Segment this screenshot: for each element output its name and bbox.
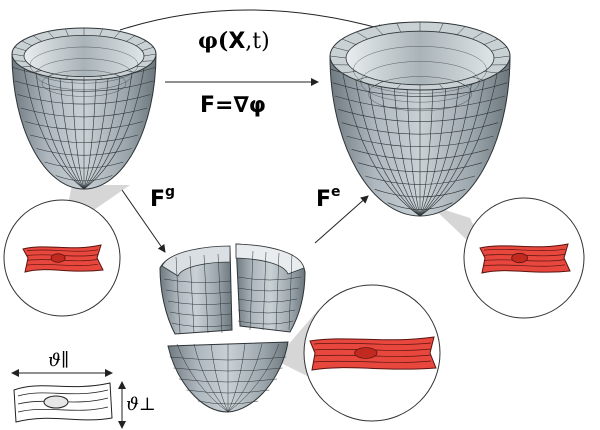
magnified-cell-current [463, 197, 585, 319]
current-heart-mesh [329, 21, 511, 217]
magnified-cell-grown [303, 284, 441, 422]
schematic-cell: ϑ∥ ϑ⊥ [11, 350, 156, 429]
grown-heart-mesh-split [159, 243, 306, 413]
cell-parallel-label: ϑ∥ [48, 350, 69, 371]
mapping-curve-arrow [119, 9, 386, 32]
elastic-tensor-label: Fe [316, 184, 341, 212]
growth-arrow [121, 189, 166, 253]
deformation-gradient-label: F=∇φ [200, 93, 266, 118]
magnified-cell-reference [3, 199, 121, 317]
reference-heart-mesh [11, 27, 157, 190]
growth-tensor-label: Fg [150, 184, 175, 212]
elastic-arrow [314, 195, 369, 244]
cell-perpendicular-label: ϑ⊥ [126, 394, 156, 415]
mapping-label: φ(X,t) [198, 28, 270, 54]
